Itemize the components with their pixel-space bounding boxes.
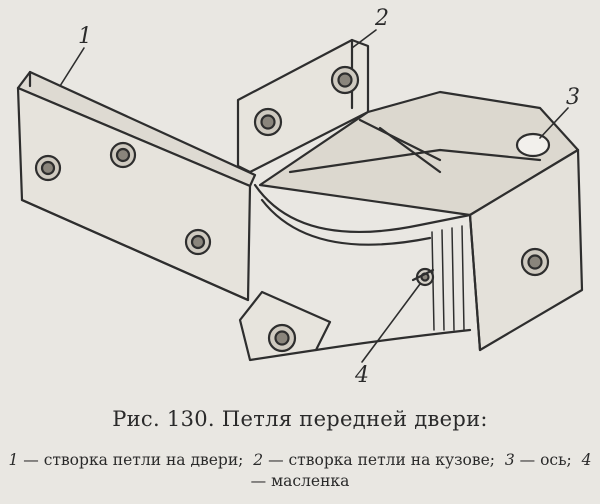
legend-item: 3 — ось; bbox=[504, 451, 572, 469]
legend-item: 1 — створка петли на двери; bbox=[8, 451, 244, 469]
callout-label-3: 3 bbox=[566, 85, 580, 110]
figure-legend: 1 — створка петли на двери; 2 — створка … bbox=[8, 450, 592, 492]
callout-label-2: 2 bbox=[375, 6, 389, 31]
axis-part bbox=[515, 132, 551, 158]
callout-label-1: 1 bbox=[78, 24, 92, 49]
door-hinge-drawing bbox=[16, 29, 584, 363]
body-leaf-part bbox=[236, 38, 584, 362]
door-leaf-part bbox=[16, 70, 257, 302]
callout-label-4: 4 bbox=[355, 363, 369, 388]
figure-caption: Рис. 130. Петля передней двери: bbox=[112, 407, 488, 431]
legend-item: 4 — масленка bbox=[250, 451, 592, 490]
leader-lines bbox=[59, 29, 569, 363]
grease-fitting-part bbox=[411, 267, 435, 287]
legend-item: 2 — створка петли на кузове; bbox=[253, 451, 495, 469]
